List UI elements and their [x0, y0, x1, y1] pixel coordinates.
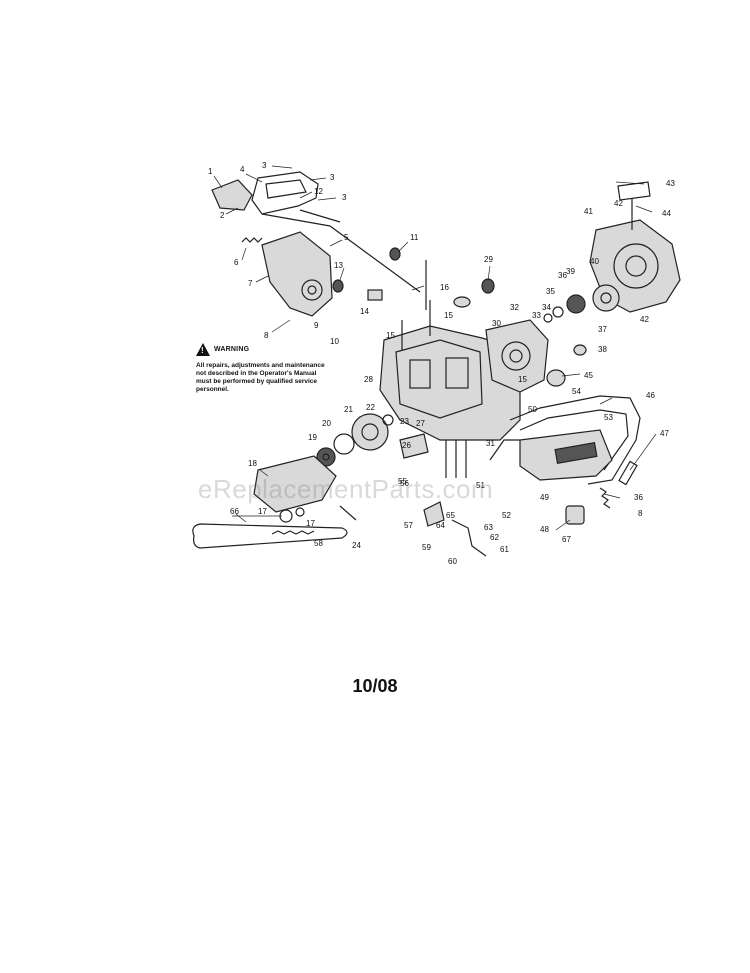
callout-62: 62 — [490, 533, 499, 542]
callout-14: 14 — [360, 307, 369, 316]
callout-34: 34 — [542, 303, 551, 312]
muffler-parts — [332, 247, 587, 387]
callout-29: 29 — [484, 255, 493, 264]
callout-8b: 8 — [638, 509, 643, 518]
leader-lines — [213, 165, 657, 531]
callout-22: 22 — [366, 403, 375, 412]
callout-21: 21 — [344, 405, 353, 414]
callout-26: 26 — [402, 441, 411, 450]
sprocket-cover — [253, 455, 357, 523]
date-code: 10/08 — [352, 676, 398, 696]
callout-10: 10 — [330, 337, 339, 346]
callout-3b: 3 — [330, 173, 335, 182]
callout-49: 49 — [540, 493, 549, 502]
callout-numbers: 1 4 3 3 12 3 2 5 6 7 8 9 10 11 13 14 16 … — [208, 161, 675, 566]
callout-60: 60 — [448, 557, 457, 566]
callout-4: 4 — [240, 165, 245, 174]
callout-64: 64 — [436, 521, 445, 530]
callout-23: 23 — [400, 417, 409, 426]
spring-small — [241, 237, 263, 243]
callout-9: 9 — [314, 321, 319, 330]
callout-15a: 15 — [386, 331, 395, 340]
callout-36: 36 — [558, 271, 567, 280]
callout-41: 41 — [584, 207, 593, 216]
callout-18: 18 — [248, 459, 257, 468]
callout-59: 59 — [422, 543, 431, 552]
callout-51: 51 — [476, 481, 485, 490]
callout-39: 39 — [566, 267, 575, 276]
callout-13: 13 — [334, 261, 343, 270]
warning-text: All repairs, adjustments and maintenance… — [196, 362, 325, 393]
callout-28: 28 — [364, 375, 373, 384]
callout-42b: 42 — [640, 315, 649, 324]
callout-54: 54 — [572, 387, 581, 396]
callout-33: 33 — [532, 311, 541, 320]
callout-20: 20 — [322, 419, 331, 428]
throttle-parts — [423, 460, 638, 557]
clutch — [316, 413, 394, 467]
callout-55: 55 — [398, 477, 407, 486]
callout-2: 2 — [220, 211, 225, 220]
callout-6: 6 — [234, 258, 239, 267]
callout-56: 56 — [400, 479, 409, 488]
callout-5: 5 — [344, 233, 349, 242]
callout-12: 12 — [314, 187, 323, 196]
callout-67: 67 — [562, 535, 571, 544]
callout-48: 48 — [540, 525, 549, 534]
callout-47: 47 — [660, 429, 669, 438]
callout-42a: 42 — [614, 199, 623, 208]
starter-housing — [543, 181, 681, 323]
air-filter-cover — [261, 231, 333, 317]
callout-15c: 15 — [518, 375, 527, 384]
callout-61: 61 — [500, 545, 509, 554]
warning-title: WARNING — [214, 346, 250, 353]
callout-50: 50 — [528, 405, 537, 414]
callout-53: 53 — [604, 413, 613, 422]
callout-17a: 17 — [258, 507, 267, 516]
callout-38: 38 — [598, 345, 607, 354]
callout-45: 45 — [584, 371, 593, 380]
callout-24: 24 — [352, 541, 361, 550]
callout-31: 31 — [486, 439, 495, 448]
callout-58: 58 — [314, 539, 323, 548]
callout-17b: 17 — [306, 519, 315, 528]
callout-63: 63 — [484, 523, 493, 532]
callout-27: 27 — [416, 419, 425, 428]
guide-bar — [192, 523, 348, 549]
bar-rod — [261, 209, 421, 293]
callout-8a: 8 — [264, 331, 269, 340]
warning-header: ! WARNING — [196, 343, 326, 356]
callout-11: 11 — [410, 233, 419, 242]
oil-pump — [399, 433, 467, 478]
callout-66: 66 — [230, 507, 239, 516]
callout-43: 43 — [666, 179, 675, 188]
callout-40: 40 — [590, 257, 599, 266]
callout-3a: 3 — [262, 161, 267, 170]
callout-7: 7 — [248, 279, 253, 288]
callout-35: 35 — [546, 287, 555, 296]
callout-15b: 15 — [444, 311, 453, 320]
callout-37: 37 — [598, 325, 607, 334]
crankcase — [379, 300, 521, 441]
callout-65: 65 — [446, 511, 455, 520]
callout-46: 46 — [646, 391, 655, 400]
warning-notice: ! WARNING All repairs, adjustments and m… — [196, 343, 326, 394]
rear-handle — [489, 395, 641, 485]
callout-1: 1 — [208, 167, 213, 176]
callout-19: 19 — [308, 433, 317, 442]
callout-32: 32 — [510, 303, 519, 312]
callout-44: 44 — [662, 209, 671, 218]
callout-57: 57 — [404, 521, 413, 530]
callout-3c: 3 — [342, 193, 347, 202]
callout-52: 52 — [502, 511, 511, 520]
warning-triangle-icon: ! — [196, 343, 210, 356]
callout-36b: 36 — [634, 493, 643, 502]
cylinder — [485, 319, 549, 393]
callout-16: 16 — [440, 283, 449, 292]
chain-brake-handle — [211, 171, 319, 215]
callout-30: 30 — [492, 319, 501, 328]
watermark: eReplacementParts.com — [198, 474, 494, 504]
